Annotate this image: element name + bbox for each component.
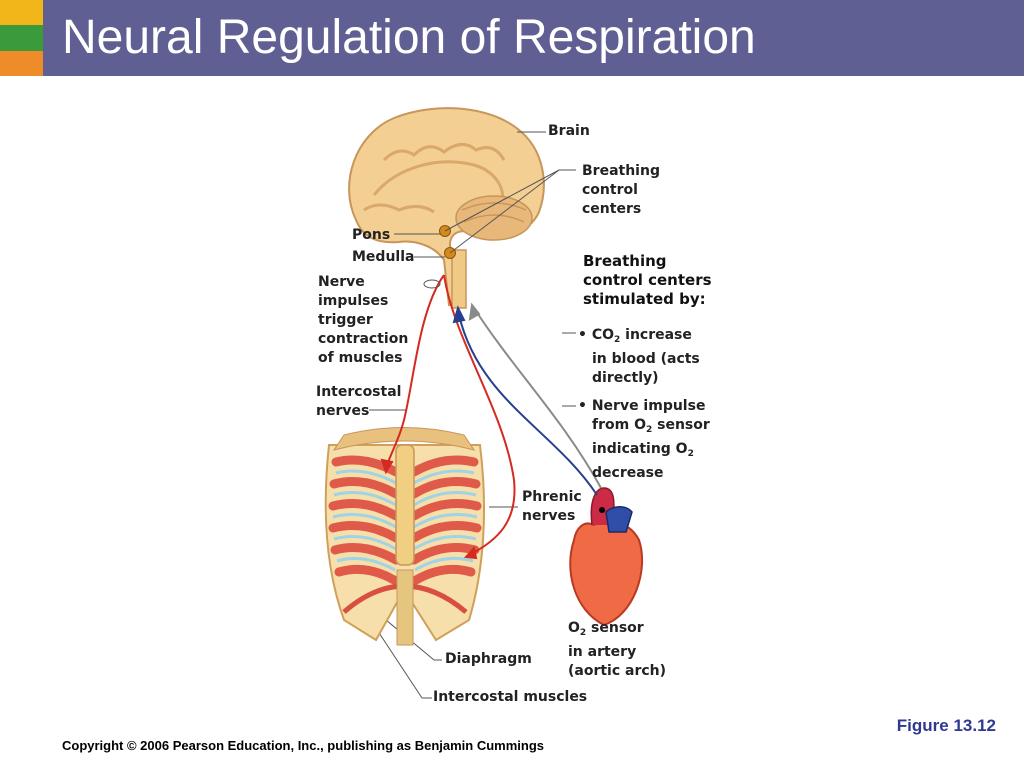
label-medulla: Medulla	[352, 249, 415, 265]
label-intercostal-muscles: Intercostal muscles	[433, 689, 588, 705]
respiration-illustration	[324, 107, 644, 699]
heart-illustration	[569, 487, 644, 627]
label-breathing-control-centers: Breathing control centers	[582, 163, 660, 217]
label-pons: Pons	[352, 227, 391, 243]
corner-block-green	[0, 25, 43, 51]
figure-label: Figure 13.12	[896, 716, 996, 735]
label-o2-nerve-impulse: • Nerve impulse from O2 sensor indicatin…	[578, 398, 710, 481]
brain-illustration	[348, 107, 545, 309]
slide-title: Neural Regulation of Respiration	[62, 11, 756, 64]
label-stimulated-heading: Breathing control centers stimulated by:	[583, 252, 712, 308]
label-nerve-impulses: Nerve impulses trigger contraction of mu…	[318, 274, 409, 366]
rib-cage-illustration	[324, 427, 486, 646]
nerve-pathways	[380, 274, 602, 560]
label-co2-increase: • CO2 increase in blood (acts directly)	[578, 327, 700, 386]
corner-block-orange	[0, 51, 43, 76]
corner-block-yellow	[0, 0, 43, 25]
copyright-notice: Copyright © 2006 Pearson Education, Inc.…	[62, 738, 544, 753]
label-intercostal-nerves: Intercostal nerves	[316, 384, 402, 419]
label-o2-sensor: O2 sensor in artery (aortic arch)	[568, 620, 667, 679]
label-phrenic-nerves: Phrenic nerves	[522, 489, 582, 524]
label-brain: Brain	[548, 123, 590, 139]
title-bar	[43, 0, 1024, 76]
label-diaphragm: Diaphragm	[445, 651, 532, 667]
